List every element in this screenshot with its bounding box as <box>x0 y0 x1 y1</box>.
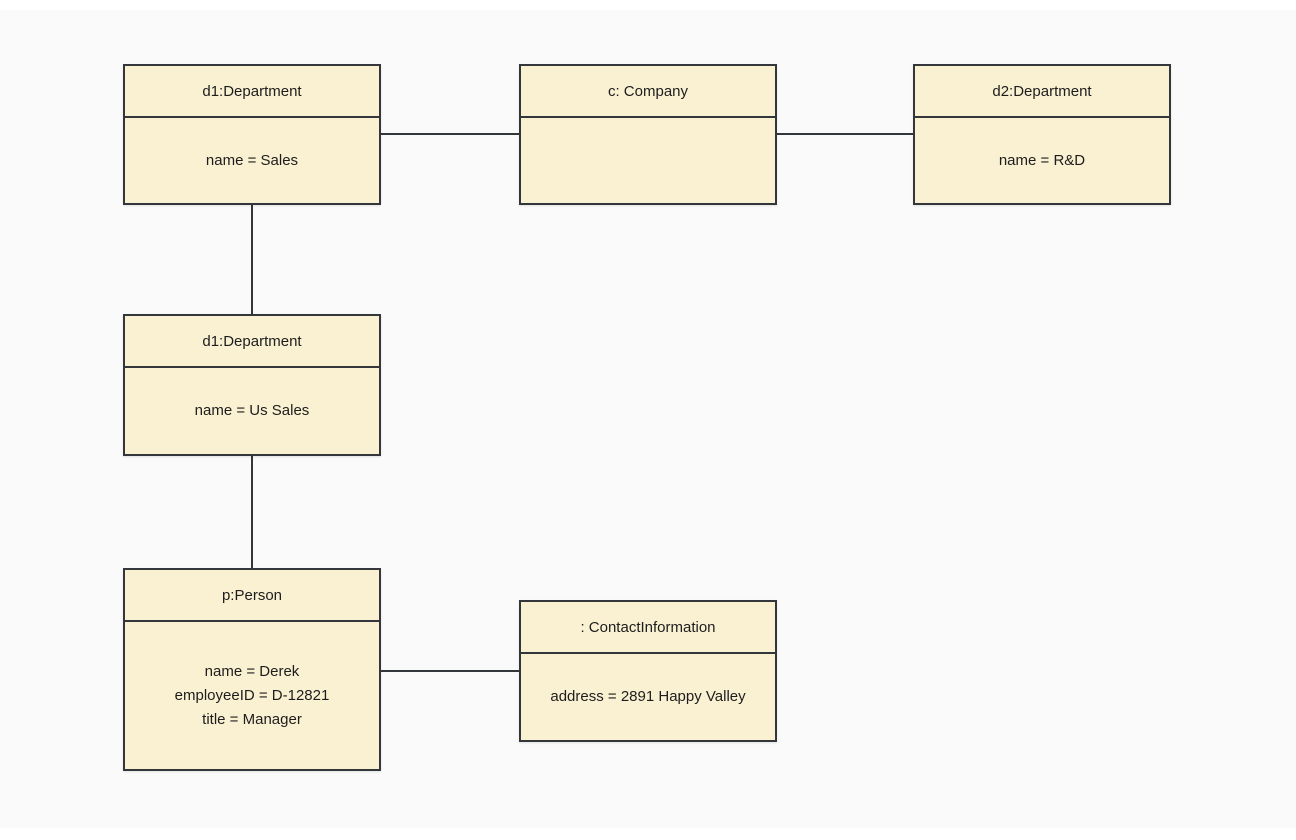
object-title: p:Person <box>125 570 379 622</box>
attribute-line: employeeID = D-12821 <box>174 686 330 704</box>
object-title: : ContactInformation <box>521 602 775 654</box>
edge-sales-company[interactable] <box>381 133 519 135</box>
attribute-line: name = R&D <box>998 151 1086 169</box>
edge-person-contactinfo[interactable] <box>381 670 519 672</box>
object-attributes: address = 2891 Happy Valley <box>521 654 775 740</box>
object-attributes: name = Derek employeeID = D-12821 title … <box>125 622 379 769</box>
object-attributes: name = Us Sales <box>125 368 379 454</box>
object-title: d1:Department <box>125 66 379 118</box>
object-title: d2:Department <box>915 66 1169 118</box>
object-node-d2-department-rd[interactable]: d2:Department name = R&D <box>913 64 1171 205</box>
object-node-d1-department-sales[interactable]: d1:Department name = Sales <box>123 64 381 205</box>
edge-company-rd[interactable] <box>777 133 913 135</box>
object-attributes: name = Sales <box>125 118 379 203</box>
edge-sales-ussales[interactable] <box>251 205 253 314</box>
attribute-line: name = Sales <box>205 151 299 169</box>
attribute-line: address = 2891 Happy Valley <box>550 688 746 705</box>
object-node-c-company[interactable]: c: Company <box>519 64 777 205</box>
object-title: c: Company <box>521 66 775 118</box>
object-attributes: name = R&D <box>915 118 1169 203</box>
edge-ussales-person[interactable] <box>251 456 253 568</box>
object-attributes <box>521 118 775 203</box>
attribute-line: name = Derek <box>204 662 300 680</box>
object-node-p-person[interactable]: p:Person name = Derek employeeID = D-128… <box>123 568 381 771</box>
object-title: d1:Department <box>125 316 379 368</box>
object-node-contact-information[interactable]: : ContactInformation address = 2891 Happ… <box>519 600 777 742</box>
attribute-line: title = Manager <box>202 710 302 728</box>
attribute-line: name = Us Sales <box>194 402 310 419</box>
object-node-d1-department-us-sales[interactable]: d1:Department name = Us Sales <box>123 314 381 456</box>
